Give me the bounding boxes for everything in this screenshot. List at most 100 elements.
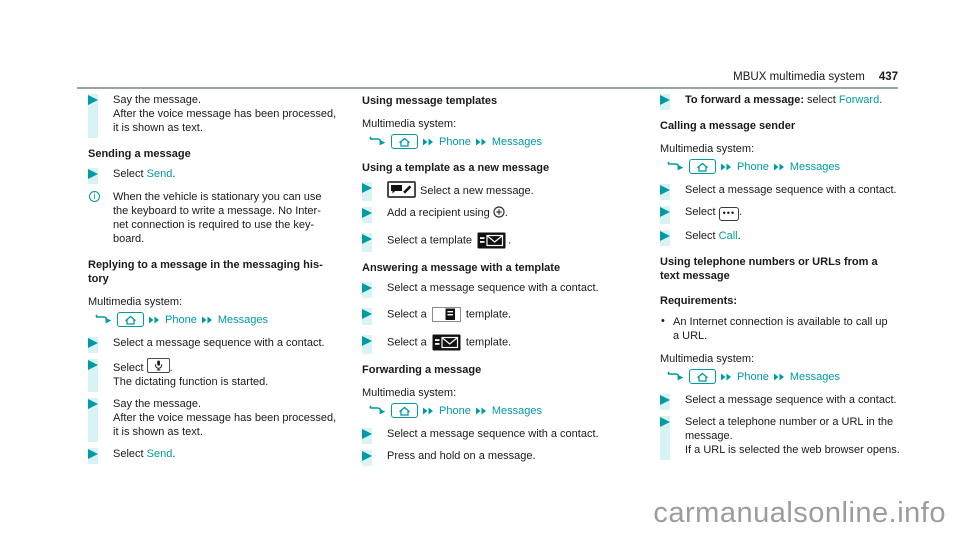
microphone-icon [146,358,170,373]
chevrons-icon [773,373,784,380]
nav-item-messages: Messages [491,404,542,417]
step-text: Select a template [387,234,476,247]
chevrons-icon [475,407,486,414]
step-select-call: Select Call. [660,229,903,246]
nav-item-messages: Messages [789,160,840,173]
more-options-icon: ••• [718,207,740,221]
step-line: it is shown as text. [113,426,203,438]
nav-arrow-icon [667,371,684,380]
step-text: . [739,206,743,218]
step-line: Select a message sequence with a contact… [387,428,599,440]
nav-item-messages: Messages [789,370,840,383]
watermark: carmanualsonline.info [653,497,946,529]
bullet-arrow-icon [88,338,98,348]
step-line: Select Send. [113,447,354,461]
step-text: Select a new message. [420,185,534,197]
send-label: Send [146,168,173,180]
step-select-send: Select Send. [88,167,354,184]
send-label: Send [146,448,173,460]
step-highlight-bar [88,359,98,392]
step-text: Select [113,448,147,460]
nav-item-phone: Phone [439,135,471,148]
multimedia-system-label: Multimedia system: [362,118,457,130]
bullet-arrow-icon [88,95,98,105]
step-text: Select a [387,336,430,349]
step-say-message: Say the message. After the voice message… [88,397,354,442]
bullet-arrow-icon [88,360,98,370]
info-note: i When the vehicle is stationary you can… [88,190,354,246]
nav-path: Phone Messages [88,312,354,327]
add-recipient-icon [493,206,505,218]
section-heading-sending: Sending a message [88,148,191,160]
nav-path: Phone Messages [660,369,903,384]
chevrons-icon [721,163,731,170]
bullet-arrow-icon [362,208,372,218]
home-icon [689,159,716,174]
step-line: Select a message sequence with a contact… [113,337,325,349]
step-line: Select a template. [387,307,630,322]
chevrons-icon [475,138,486,145]
step-select-dictate: Select . The dictating function is start… [88,358,354,392]
nav-item-messages: Messages [217,313,268,326]
envelope-template-icon [432,334,461,351]
bullet-arrow-icon [88,169,98,179]
step-highlight-bar [660,416,670,460]
step-line: To forward a message: select Forward. [685,93,903,107]
step-text: Select [685,230,719,242]
step-select-tel-or-url: Select a telephone number or a URL in th… [660,415,903,460]
bullet-arrow-icon [88,449,98,459]
bullet-arrow-icon [362,283,372,293]
step-select-sequence: Select a message sequence with a contact… [660,183,903,200]
bullet-arrow-icon [660,207,670,217]
step-line: it is shown as text. [113,122,203,134]
bullet-arrow-icon [362,309,372,319]
step-line: message. [685,430,733,442]
chevrons-icon [149,316,159,323]
step-line: Select a telephone number or a URL in th… [685,416,894,428]
step-highlight-bar [88,94,98,138]
bullet-arrow-icon [362,234,372,244]
bullet-arrow-icon [362,183,372,193]
multimedia-system-label: Multimedia system: [88,296,183,308]
requirement-line: An Internet connection is available to c… [673,316,888,328]
step-line: Select . [113,358,354,375]
call-label: Call [718,230,738,242]
nav-item-phone: Phone [439,404,471,417]
note-line: the keyboard to write a message. No Inte… [113,205,321,217]
chevrons-icon [423,407,433,414]
multimedia-system-label: Multimedia system: [362,387,457,399]
page-number: 437 [878,71,898,83]
step-text: template. [462,336,512,349]
section-heading-replying: Replying to a message in the messaging h… [88,258,354,286]
step-line: Select a message sequence with a contact… [685,394,897,406]
note-line: board. [113,233,145,245]
bullet-arrow-icon [660,95,670,105]
requirements-label: Requirements: [660,295,738,307]
bullet-arrow-icon [88,399,98,409]
subheading-template-new: Using a template as a new message [362,162,550,174]
step-line: Select Call. [685,229,903,243]
multimedia-system-label: Multimedia system: [660,143,755,155]
step-new-message: Select a new message. [362,181,630,201]
step-line: The dictating function is started. [113,376,269,388]
nav-item-phone: Phone [737,370,769,383]
column-1: Say the message. After the voice message… [88,92,354,469]
step-select-send: Select Send. [88,447,354,464]
info-icon: i [89,191,100,202]
step-bold-text: To forward a message: [685,94,804,106]
step-line: Select a new message. [387,181,630,198]
step-forward-message: To forward a message: select Forward. [660,93,903,110]
step-text: . [508,234,512,247]
requirement-item: • An Internet connection is available to… [660,315,903,343]
step-press-hold: Press and hold on a message. [362,449,630,466]
step-line: Select a template . [387,232,630,249]
column-3: To forward a message: select Forward. Ca… [660,92,903,465]
heading-line: Using telephone numbers or URLs from a [660,256,878,268]
bullet-arrow-icon [660,231,670,241]
step-say-message: Say the message. After the voice message… [88,93,354,138]
step-select-sequence: Select a message sequence with a contact… [362,427,630,444]
section-heading-forwarding: Forwarding a message [362,364,482,376]
subheading-template-answer: Answering a message with a template [362,262,561,274]
nav-arrow-icon [369,136,386,145]
home-icon [391,134,418,149]
